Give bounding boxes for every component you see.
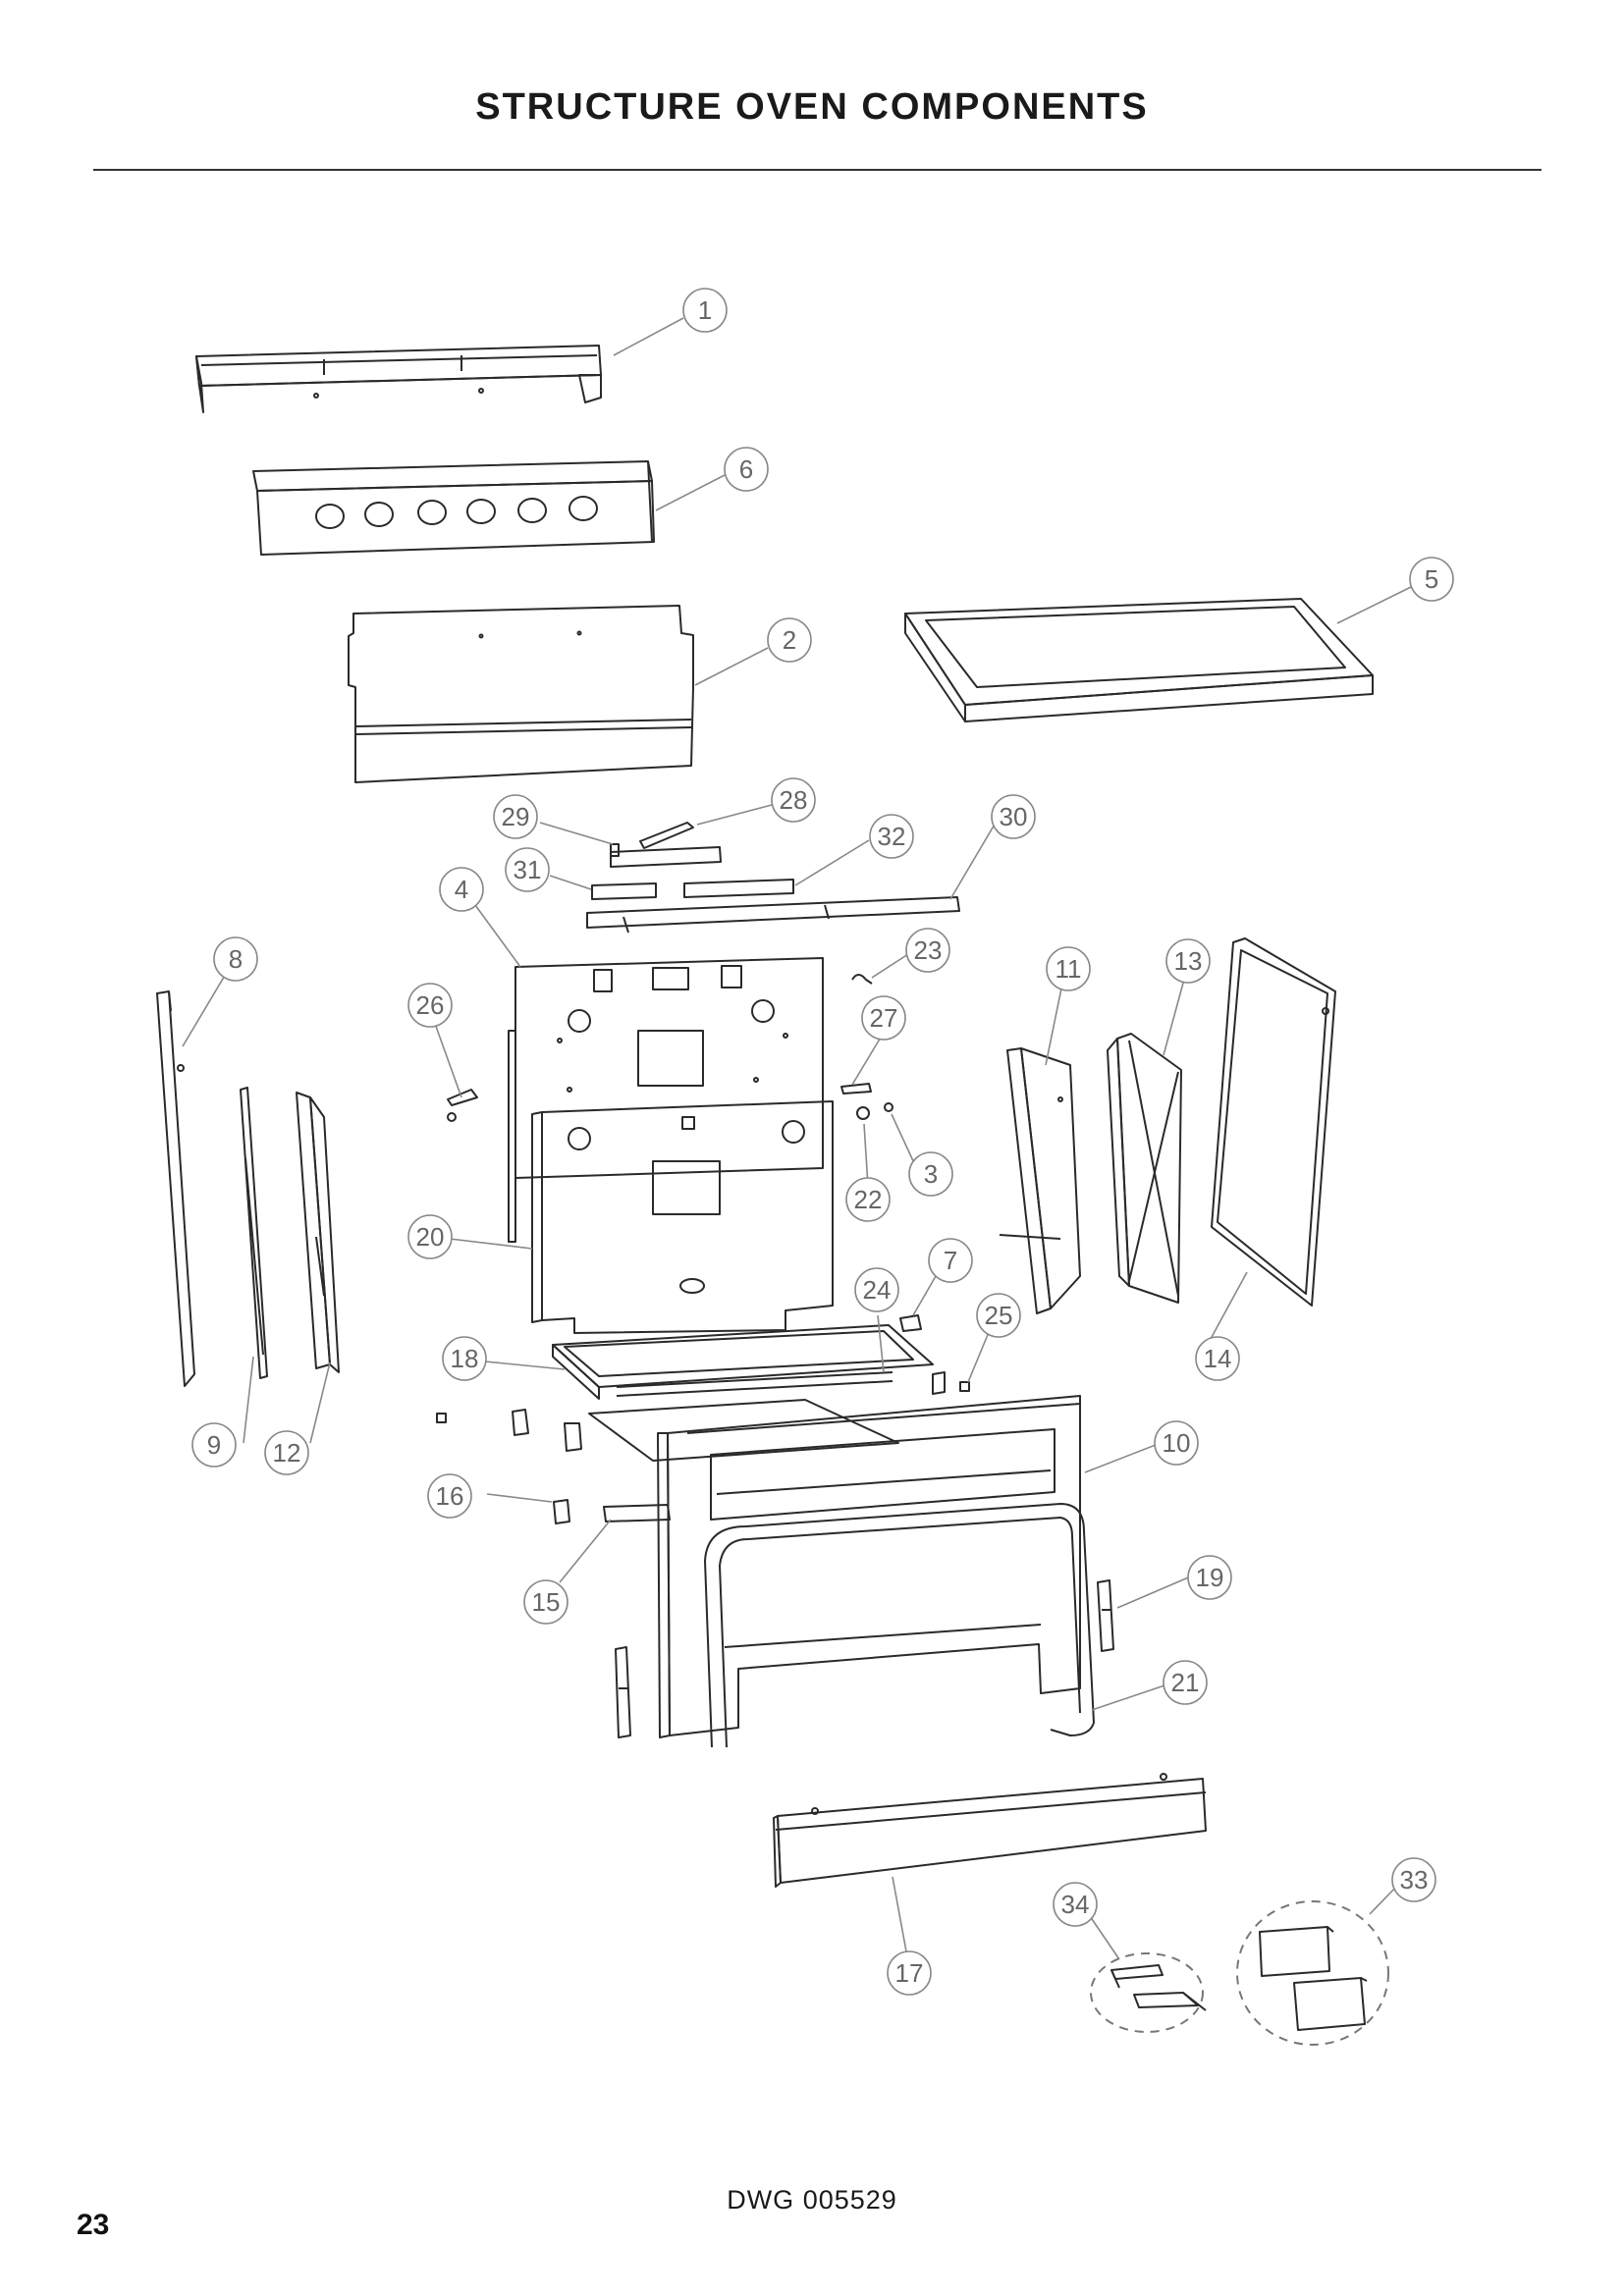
part-door-hinge-left [615, 1646, 631, 1738]
svg-text:32: 32 [878, 822, 906, 851]
callout-24: 24 [854, 1267, 899, 1312]
part-side-insulation-right [1107, 1033, 1182, 1304]
callout-21: 21 [1163, 1660, 1208, 1705]
part-side-panel-right-inner [999, 1047, 1081, 1314]
callout-7: 7 [928, 1238, 973, 1283]
part-front-frame [657, 1395, 1081, 1738]
svg-text:17: 17 [895, 1958, 924, 1988]
part-side-insulation [240, 1087, 268, 1379]
callout-18: 18 [442, 1336, 487, 1381]
callout-6: 6 [724, 447, 769, 492]
svg-text:23: 23 [914, 935, 943, 965]
part-door-hinge-right [1097, 1579, 1114, 1652]
part-door-frame [704, 1503, 1095, 1748]
svg-text:6: 6 [739, 454, 753, 484]
callout-17: 17 [887, 1950, 932, 1996]
part-rear-trim [195, 345, 602, 413]
callout-20: 20 [407, 1214, 453, 1259]
svg-text:11: 11 [1056, 954, 1082, 984]
part-33-leg-covers [1236, 1900, 1389, 2046]
callout-23: 23 [905, 928, 950, 973]
part-side-panel-right-outer [1211, 937, 1336, 1307]
part-small-fasteners [447, 974, 893, 1122]
svg-text:29: 29 [502, 802, 530, 831]
part-top-frame [904, 598, 1374, 722]
svg-text:21: 21 [1171, 1668, 1200, 1697]
callout-32: 32 [869, 814, 914, 859]
callout-1: 1 [682, 288, 728, 333]
svg-text:25: 25 [985, 1301, 1013, 1330]
svg-text:3: 3 [924, 1159, 938, 1189]
svg-text:10: 10 [1163, 1428, 1191, 1458]
callout-30: 30 [991, 794, 1036, 839]
svg-text:27: 27 [870, 1003, 898, 1033]
callout-25: 25 [976, 1293, 1021, 1338]
svg-text:31: 31 [514, 855, 542, 884]
svg-text:2: 2 [783, 625, 796, 655]
callout-13: 13 [1165, 938, 1211, 984]
svg-text:19: 19 [1196, 1563, 1224, 1592]
leader-lines [182, 317, 1412, 1960]
part-hinge-receivers [436, 1314, 970, 1524]
callout-33: 33 [1391, 1857, 1436, 1902]
svg-text:18: 18 [451, 1344, 479, 1373]
page-title: STRUCTURE OVEN COMPONENTS [475, 86, 1149, 128]
part-lower-bracket [564, 1422, 671, 1522]
callout-28: 28 [771, 777, 816, 823]
callout-15: 15 [523, 1579, 568, 1625]
callout-10: 10 [1154, 1420, 1199, 1466]
callout-9: 9 [191, 1422, 237, 1468]
callout-5: 5 [1409, 557, 1454, 602]
callout-8: 8 [213, 936, 258, 982]
drawing-number: DWG 005529 [727, 2185, 897, 2215]
svg-text:30: 30 [1000, 802, 1028, 831]
callout-19: 19 [1187, 1555, 1232, 1600]
svg-text:9: 9 [207, 1430, 221, 1460]
callout-11: 11 [1046, 946, 1091, 991]
part-control-panel [252, 460, 655, 556]
callout-16: 16 [427, 1473, 472, 1519]
svg-text:7: 7 [944, 1246, 957, 1275]
callout-bubbles: 1 6 5 2 28 29 30 32 31 4 23 8 11 13 26 2… [191, 288, 1454, 1996]
callout-31: 31 [505, 847, 550, 892]
part-kick-panel [773, 1773, 1207, 1888]
svg-text:26: 26 [416, 990, 445, 1020]
callout-3: 3 [908, 1151, 953, 1197]
page-number: 23 [77, 2209, 110, 2241]
svg-text:28: 28 [780, 785, 808, 815]
callout-12: 12 [264, 1430, 309, 1475]
callout-29: 29 [493, 794, 538, 839]
part-oven-floor [552, 1324, 934, 1462]
part-side-panel-left-outer [156, 990, 195, 1387]
callout-14: 14 [1195, 1336, 1240, 1381]
part-top-rails [586, 822, 960, 934]
svg-text:20: 20 [416, 1222, 445, 1252]
part-back-panel [348, 605, 694, 783]
part-34-brackets [1090, 1952, 1207, 2033]
title-divider [93, 169, 1542, 171]
svg-text:16: 16 [436, 1481, 464, 1511]
callout-2: 2 [767, 617, 812, 663]
svg-text:1: 1 [698, 295, 712, 325]
part-rear-inner-panel [508, 957, 824, 1243]
part-oven-liner-panel [531, 1100, 834, 1334]
svg-text:15: 15 [532, 1587, 561, 1617]
svg-text:13: 13 [1174, 946, 1203, 976]
svg-text:5: 5 [1425, 564, 1438, 594]
svg-text:24: 24 [863, 1275, 892, 1305]
callout-4: 4 [439, 867, 484, 912]
svg-text:33: 33 [1400, 1865, 1429, 1895]
svg-text:12: 12 [273, 1438, 301, 1468]
svg-text:8: 8 [229, 944, 243, 974]
svg-text:22: 22 [854, 1185, 883, 1214]
svg-text:34: 34 [1061, 1890, 1090, 1919]
callout-27: 27 [861, 995, 906, 1041]
callout-34: 34 [1053, 1882, 1098, 1927]
callout-22: 22 [845, 1177, 891, 1222]
part-side-bracket-left [296, 1092, 340, 1373]
svg-text:4: 4 [455, 875, 468, 904]
callout-26: 26 [407, 983, 453, 1028]
svg-text:14: 14 [1204, 1344, 1232, 1373]
